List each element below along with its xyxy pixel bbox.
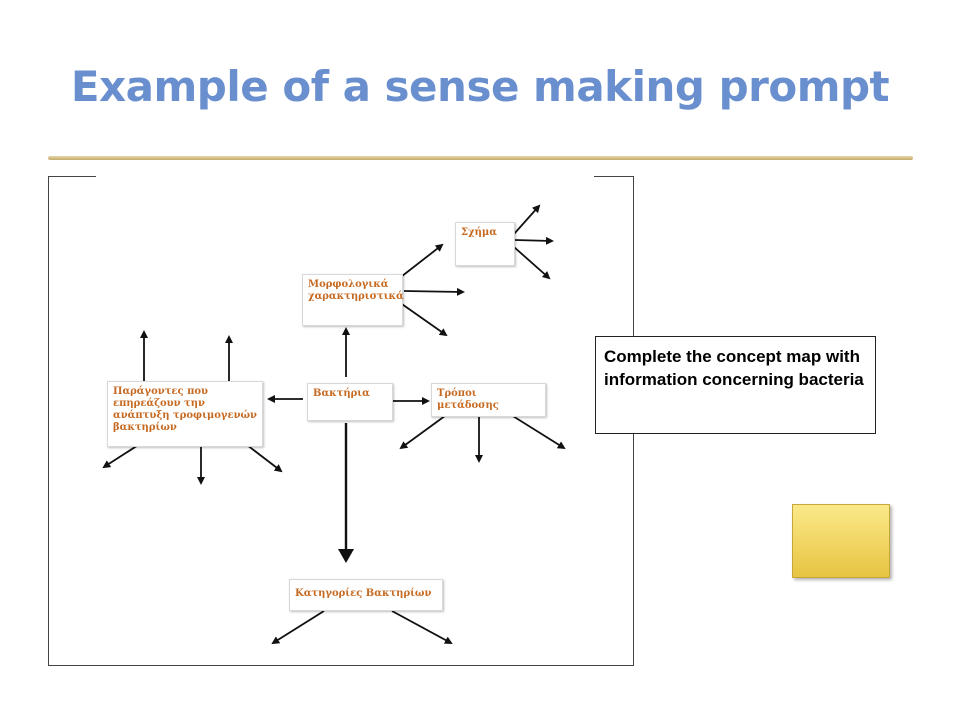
frame-top-gap (96, 175, 594, 179)
concept-node-bacteria: Βακτήρια (307, 383, 393, 421)
arrow-morph-3 (398, 301, 448, 337)
action-button[interactable] (792, 504, 890, 578)
concept-node-label: Σχήμα (461, 227, 497, 238)
arrow-transmission-3 (507, 412, 566, 450)
arrow-categories-2 (391, 610, 453, 644)
concept-map-image: Σχήμα Μορφολογικά χαρακτηριστικά Βακτήρι… (48, 175, 634, 666)
concept-node-morphology: Μορφολογικά χαρακτηριστικά (302, 274, 404, 326)
slide-title: Example of a sense making prompt (70, 62, 890, 111)
concept-node-label: Παράγοντες που επηρεάζουν την ανάπτυξη τ… (113, 386, 257, 433)
concept-node-label: Βακτήρια (313, 388, 370, 399)
arrow-categories-1 (271, 610, 325, 645)
arrow-shape-3 (513, 246, 551, 280)
concept-node-categories: Κατηγορίες Βακτηρίων (289, 579, 443, 611)
title-divider (48, 156, 913, 160)
concept-node-label: Μορφολογικά χαρακτηριστικά (308, 279, 404, 302)
arrow-shape-2 (514, 236, 554, 245)
arrow-transmission-1 (399, 412, 450, 450)
arrow-morph-to-shape (396, 243, 444, 281)
concept-node-transmission: Τρόποι μετάδοσης (431, 383, 546, 417)
arrow-shape-1 (513, 204, 541, 235)
concept-node-label: Κατηγορίες Βακτηρίων (295, 588, 432, 599)
instruction-callout: Complete the concept map with informatio… (595, 336, 876, 434)
arrow-morph-2 (403, 287, 465, 296)
concept-node-factors: Παράγοντες που επηρεάζουν την ανάπτυξη τ… (107, 381, 263, 447)
concept-node-shape: Σχήμα (455, 222, 515, 266)
concept-node-label: Τρόποι μετάδοσης (437, 388, 499, 411)
